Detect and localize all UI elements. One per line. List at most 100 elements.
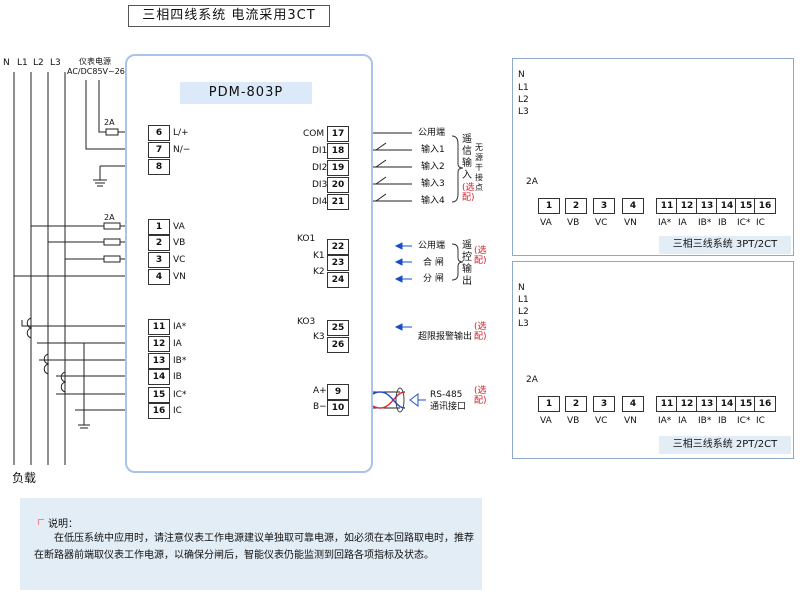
panel1-line-l2: L2 [518, 95, 529, 105]
panel2-terminal-2: 2 [565, 396, 587, 412]
terminal-24: 24 [327, 272, 349, 288]
panel1-terminal-11-label: IA* [658, 218, 672, 228]
di-common-label: 公用端 [418, 128, 446, 138]
ko3-label: KO3 [297, 317, 316, 327]
panel2-line-l1: L1 [518, 295, 529, 305]
panel2-terminal-1: 1 [538, 396, 560, 412]
panel2-terminal-3: 3 [593, 396, 615, 412]
terminal-2-label: VB [173, 238, 186, 248]
panel1-terminal-15: 15 [735, 198, 757, 214]
terminal-3-label: VC [173, 255, 186, 265]
di-optional-label: (选配) [462, 183, 475, 203]
terminal-11-label: IA* [173, 322, 187, 332]
do-close-label: 合 闸 [423, 258, 444, 268]
terminal-12-label: IA [173, 339, 182, 349]
panel1-line-l3: L3 [518, 107, 529, 117]
terminal-4-label: VN [173, 272, 186, 282]
panel1-terminal-1-label: VA [540, 218, 552, 228]
panel1-terminal-11: 11 [656, 198, 678, 214]
panel1-terminal-13: 13 [696, 198, 718, 214]
terminal-13: 13 [148, 353, 170, 369]
panel1-terminal-2: 2 [565, 198, 587, 214]
terminal-19: 19 [327, 160, 349, 176]
panel1-terminal-1: 1 [538, 198, 560, 214]
comm-interface-label: 通讯接口 [430, 402, 467, 412]
panel2-terminal-16-label: IC [756, 416, 765, 426]
terminal-15-label: IC* [173, 390, 187, 400]
terminal-16-label: IC [173, 406, 182, 416]
terminal-12: 12 [148, 336, 170, 352]
panel2-terminal-13-label: IB* [698, 416, 712, 426]
panel2-line-n: N [518, 283, 525, 293]
panel2-terminal-13: 13 [696, 396, 718, 412]
panel2-terminal-1-label: VA [540, 416, 552, 426]
terminal-21: 21 [327, 194, 349, 210]
terminal-1: 1 [148, 219, 170, 235]
terminal-18: 18 [327, 143, 349, 159]
do-group-label: 遥控输出 [462, 240, 472, 287]
terminal-2: 2 [148, 235, 170, 251]
panel-2pt-2ct [512, 261, 794, 459]
k2-label: K2 [313, 267, 325, 277]
panel1-terminal-2-label: VB [567, 218, 580, 228]
panel1-fuse: 2A [526, 177, 538, 187]
power-fuse-label: 2A [104, 118, 115, 127]
di-group-label: 遥信输入 [462, 134, 472, 181]
voltage-fuse-label: 2A [104, 213, 115, 222]
terminal-18-label: DI1 [312, 146, 328, 156]
terminal-19-label: DI2 [312, 163, 328, 173]
ko1-label: KO1 [297, 234, 316, 244]
do-common-label: 公用端 [418, 241, 446, 251]
panel2-terminal-12-label: IA [678, 416, 687, 426]
panel1-terminal-3: 3 [593, 198, 615, 214]
di-dry-contact-label: 无源干接点 [475, 143, 483, 192]
terminal-6: 6 [148, 125, 170, 141]
panel2-terminal-11-label: IA* [658, 416, 672, 426]
diagram-title: 三相四线系统 电流采用3CT [128, 5, 330, 27]
panel2-terminal-15-label: IC* [737, 416, 751, 426]
terminal-11: 11 [148, 319, 170, 335]
terminal-21-label: DI4 [312, 197, 328, 207]
panel2-terminal-2-label: VB [567, 416, 580, 426]
terminal-16: 16 [148, 403, 170, 419]
terminal-23: 23 [327, 255, 349, 271]
panel2-fuse: 2A [526, 375, 538, 385]
panel1-terminal-4-label: VN [624, 218, 637, 228]
panel1-line-n: N [518, 70, 525, 80]
terminal-7-label: N/− [173, 145, 191, 155]
terminal-7: 7 [148, 142, 170, 158]
k3-label: K3 [313, 332, 325, 342]
panel2-line-l2: L2 [518, 307, 529, 317]
panel2-caption: 三相三线系统 2PT/2CT [659, 436, 791, 454]
line-label-l2: L2 [33, 58, 44, 68]
device-model: PDM-803P [180, 82, 312, 104]
panel1-terminal-4: 4 [622, 198, 644, 214]
do-optional-label: (选配) [474, 246, 487, 266]
power-supply-range: AC/DC85V~265V [67, 67, 136, 76]
panel1-terminal-12: 12 [676, 198, 698, 214]
terminal-20-label: DI3 [312, 180, 328, 190]
terminal-13-label: IB* [173, 356, 187, 366]
panel2-line-l3: L3 [518, 319, 529, 329]
terminal-22: 22 [327, 239, 349, 255]
do-open-label: 分 闸 [423, 274, 444, 284]
panel2-terminal-3-label: VC [595, 416, 608, 426]
line-label-l3: L3 [50, 58, 61, 68]
line-label-l1: L1 [17, 58, 28, 68]
alarm-optional-label: (选配) [474, 322, 487, 342]
terminal-17: 17 [327, 126, 349, 142]
terminal-20: 20 [327, 177, 349, 193]
rs485-b-label: B− [313, 402, 327, 412]
panel1-caption: 三相三线系统 3PT/2CT [659, 236, 791, 254]
panel1-terminal-13-label: IB* [698, 218, 712, 228]
panel1-terminal-16-label: IC [756, 218, 765, 228]
panel2-terminal-14-label: IB [718, 416, 727, 426]
terminal-14-label: IB [173, 372, 182, 382]
terminal-4: 4 [148, 269, 170, 285]
rs485-a-label: A+ [313, 386, 327, 396]
terminal-15: 15 [148, 387, 170, 403]
panel1-terminal-12-label: IA [678, 218, 687, 228]
panel1-terminal-16: 16 [754, 198, 776, 214]
terminal-17-label: COM [303, 129, 325, 139]
terminal-6-label: L/+ [173, 128, 189, 138]
